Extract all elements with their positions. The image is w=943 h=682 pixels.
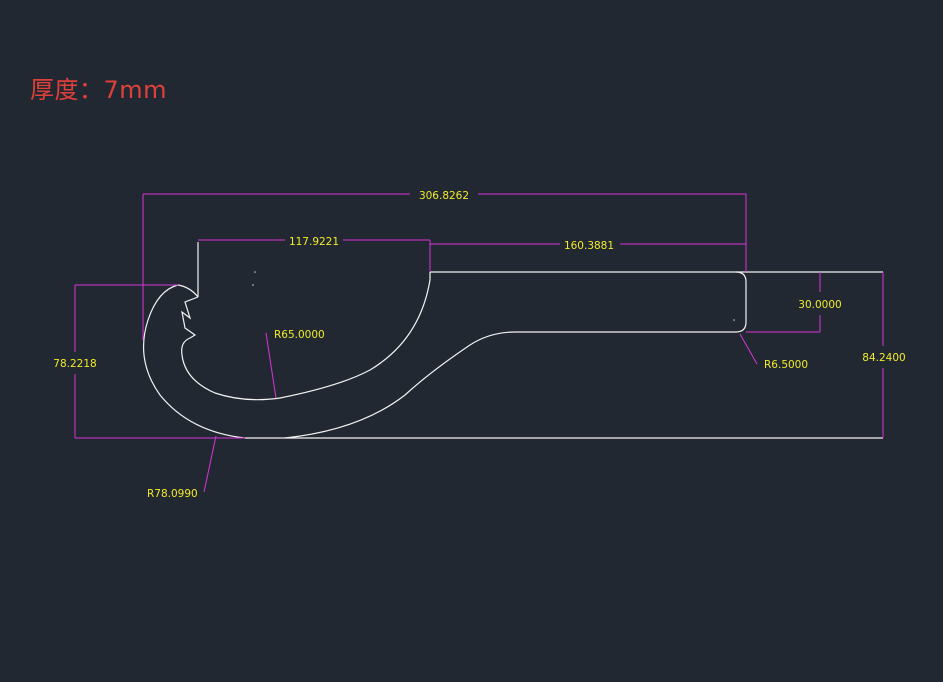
dim-outer-radius: R78.0990 [147, 488, 198, 500]
dim-overall-width: 306.8262 [419, 190, 469, 202]
inner-arc [181, 272, 431, 401]
dim-upper-right-width: 160.3881 [564, 240, 614, 252]
reference-dot [252, 284, 254, 286]
slot-rounded-end [284, 271, 747, 439]
dim-upper-left-width: 117.9221 [289, 236, 339, 248]
dim-slot-height: 30.0000 [798, 299, 841, 311]
reference-dot [254, 271, 256, 273]
dimension-lines [74, 193, 884, 493]
hook-top [177, 284, 199, 298]
dim-corner-radius: R6.5000 [764, 359, 808, 371]
dim-left-height: 78.2218 [53, 358, 96, 370]
thickness-note: 厚度：7mm [30, 76, 168, 104]
reference-dot [733, 319, 735, 321]
outer-arc [143, 284, 246, 439]
dim-right-height: 84.2400 [862, 352, 905, 364]
hook-tooth [181, 296, 199, 356]
dim-inner-radius: R65.0000 [274, 329, 325, 341]
part-outline [143, 242, 883, 439]
